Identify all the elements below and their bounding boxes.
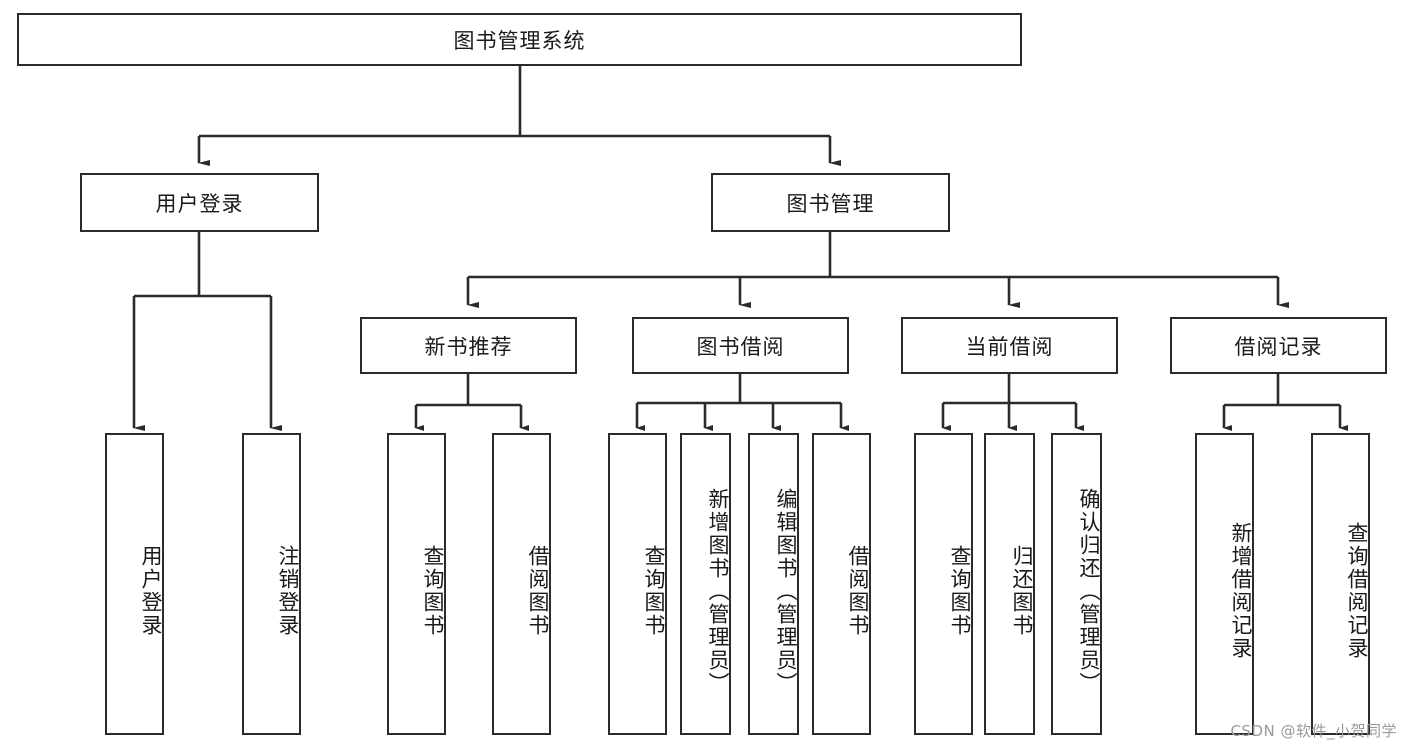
node-leaf-borrow-book-2[interactable]: 借阅图书: [812, 433, 871, 735]
node-borrow-record-label: 借阅记录: [1234, 334, 1323, 359]
node-root-label: 图书管理系统: [453, 28, 586, 53]
node-leaf-query-book-2-label: 查询图书: [642, 545, 666, 637]
node-leaf-query-book-2[interactable]: 查询图书: [608, 433, 667, 735]
node-leaf-query-book-1-label: 查询图书: [421, 545, 445, 637]
node-book-manage[interactable]: 图书管理: [711, 173, 950, 232]
node-leaf-add-record-label: 新增借阅记录: [1229, 522, 1253, 660]
node-user-login-label: 用户登录: [155, 191, 244, 216]
node-leaf-add-record[interactable]: 新增借阅记录: [1195, 433, 1254, 735]
node-leaf-edit-book[interactable]: 编辑图书（管理员）: [748, 433, 799, 735]
node-leaf-query-record-label: 查询借阅记录: [1345, 522, 1369, 660]
node-leaf-logout-label: 注销登录: [276, 545, 300, 637]
node-new-book-rec[interactable]: 新书推荐: [360, 317, 577, 374]
node-leaf-query-book-3[interactable]: 查询图书: [914, 433, 973, 735]
node-borrow-record[interactable]: 借阅记录: [1170, 317, 1387, 374]
node-leaf-borrow-book-1[interactable]: 借阅图书: [492, 433, 551, 735]
node-user-login[interactable]: 用户登录: [80, 173, 319, 232]
node-leaf-confirm-return-label: 确认归还（管理员）: [1077, 487, 1101, 695]
node-book-manage-label: 图书管理: [786, 191, 875, 216]
node-current-borrow-label: 当前借阅: [965, 334, 1054, 359]
node-leaf-add-book[interactable]: 新增图书（管理员）: [680, 433, 731, 735]
node-book-borrow[interactable]: 图书借阅: [632, 317, 849, 374]
node-root[interactable]: 图书管理系统: [17, 13, 1022, 66]
node-new-book-rec-label: 新书推荐: [424, 334, 513, 359]
node-leaf-user-login-label: 用户登录: [139, 545, 163, 637]
node-leaf-confirm-return[interactable]: 确认归还（管理员）: [1051, 433, 1102, 735]
watermark: CSDN @软件_小贺同学: [1230, 722, 1397, 740]
node-leaf-query-record[interactable]: 查询借阅记录: [1311, 433, 1370, 735]
node-leaf-logout[interactable]: 注销登录: [242, 433, 301, 735]
node-leaf-add-book-label: 新增图书（管理员）: [706, 487, 730, 695]
node-leaf-borrow-book-1-label: 借阅图书: [526, 545, 550, 637]
node-leaf-return-book-label: 归还图书: [1010, 545, 1034, 637]
node-leaf-borrow-book-2-label: 借阅图书: [846, 545, 870, 637]
node-leaf-query-book-1[interactable]: 查询图书: [387, 433, 446, 735]
node-current-borrow[interactable]: 当前借阅: [901, 317, 1118, 374]
node-leaf-query-book-3-label: 查询图书: [948, 545, 972, 637]
node-leaf-return-book[interactable]: 归还图书: [984, 433, 1035, 735]
node-leaf-user-login[interactable]: 用户登录: [105, 433, 164, 735]
node-leaf-edit-book-label: 编辑图书（管理员）: [774, 487, 798, 695]
node-book-borrow-label: 图书借阅: [696, 334, 785, 359]
